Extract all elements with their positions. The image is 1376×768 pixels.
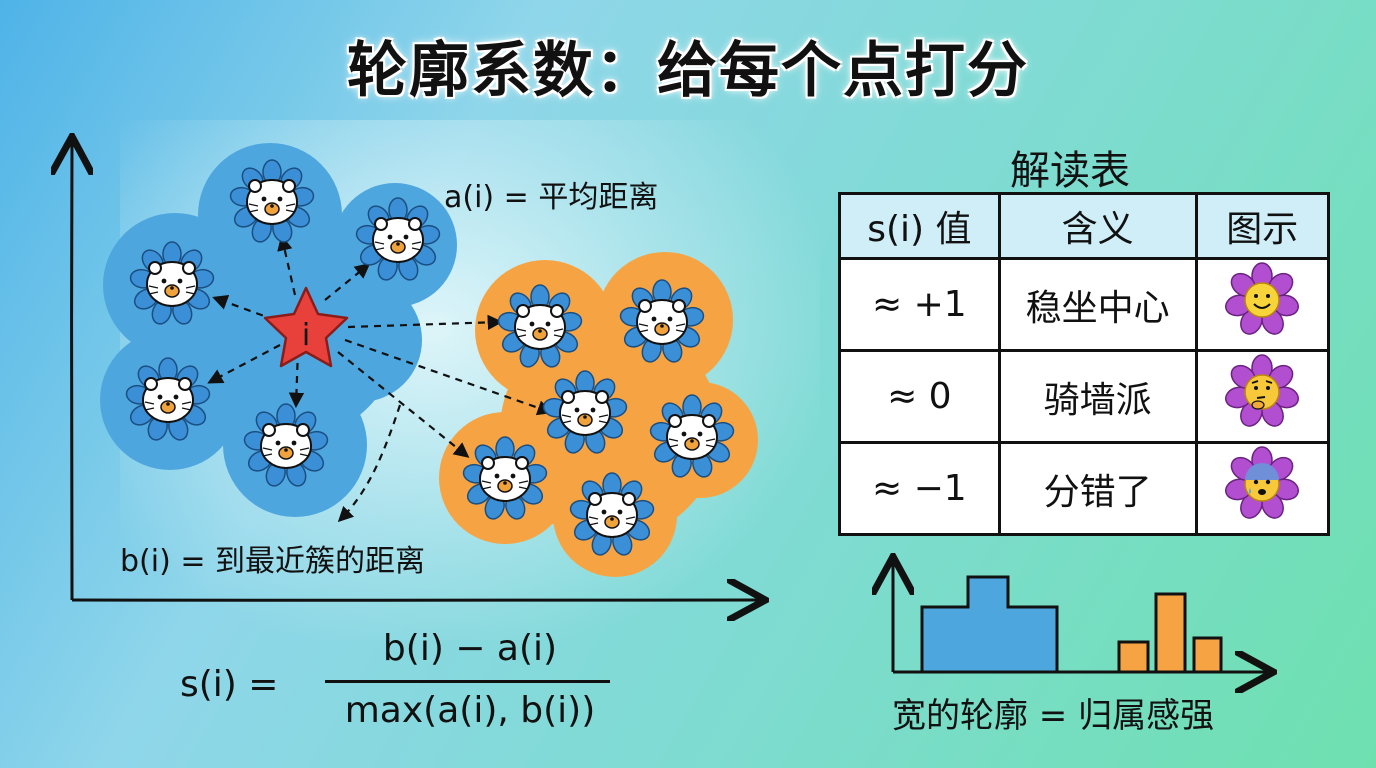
row-value: ≈ −1 — [838, 441, 1001, 536]
histogram-bar — [1192, 636, 1223, 674]
header-meaning: 含义 — [997, 192, 1198, 260]
a-i-label: a(i) = 平均距离 — [444, 180, 659, 215]
worried-flower-icon — [1194, 441, 1331, 536]
fraction-bar — [325, 680, 610, 683]
row-meaning: 骑墙派 — [997, 349, 1198, 444]
histogram-caption: 宽的轮廓 = 归属感强 — [892, 696, 1215, 736]
table-header-row: s(i) 值 含义 图示 — [838, 192, 1331, 260]
histogram-bar — [1154, 592, 1187, 674]
axes — [72, 140, 762, 600]
formula-numerator: b(i) − a(i) — [382, 628, 558, 669]
silhouette-formula: s(i) = b(i) − a(i) max(a(i), b(i)) — [180, 628, 620, 748]
star-label: i — [302, 318, 310, 353]
row-meaning: 分错了 — [997, 441, 1198, 536]
b-i-label: b(i) = 到最近簇的距离 — [120, 544, 425, 579]
histogram-bar-wide — [920, 575, 1059, 674]
histogram-bar — [1117, 640, 1150, 674]
table-row: ≈ 0 骑墙派 — [838, 349, 1331, 444]
page-title: 轮廓系数：给每个点打分 — [347, 36, 1029, 106]
row-value: ≈ 0 — [838, 349, 1001, 444]
table-row: ≈ −1 分错了 — [838, 441, 1331, 536]
table-title: 解读表 — [1010, 148, 1130, 194]
distance-arrows — [207, 234, 553, 523]
thinking-flower-icon — [1194, 349, 1331, 444]
header-value: s(i) 值 — [838, 192, 1001, 260]
smiley-flower-icon — [1194, 257, 1331, 352]
silhouette-histogram — [893, 560, 1270, 672]
formula-denominator: max(a(i), b(i)) — [344, 690, 596, 731]
star-point-i: i — [263, 286, 349, 368]
formula-lhs: s(i) = — [180, 664, 279, 705]
header-illustration: 图示 — [1194, 192, 1331, 260]
row-value: ≈ +1 — [838, 257, 1001, 352]
interpretation-table: s(i) 值 含义 图示 ≈ +1 稳坐中心 ≈ 0 骑墙派 — [838, 192, 1331, 536]
table-row: ≈ +1 稳坐中心 — [838, 257, 1331, 352]
star-icon — [263, 286, 349, 368]
row-meaning: 稳坐中心 — [997, 257, 1198, 352]
